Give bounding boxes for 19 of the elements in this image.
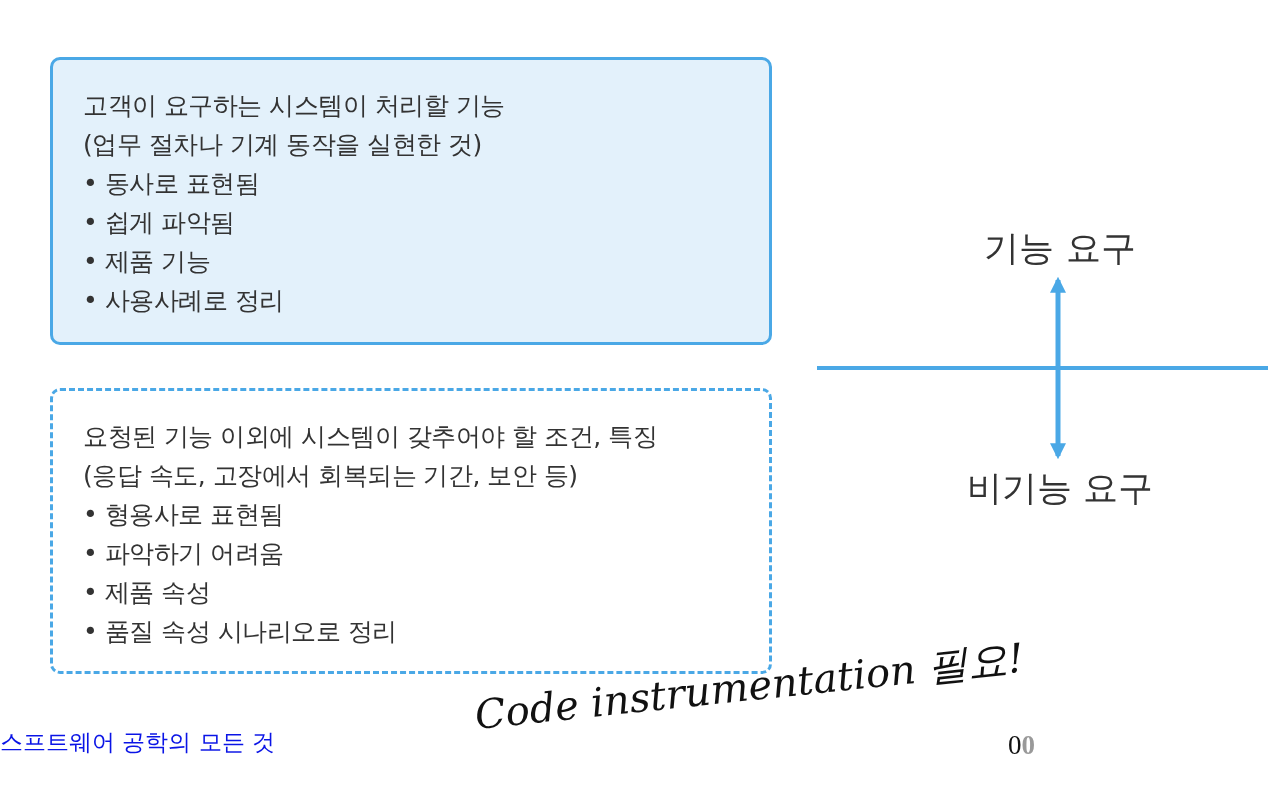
- box-text: • 동사로 표현됨: [83, 168, 261, 200]
- term-label: 비기능 요구: [940, 462, 1180, 514]
- box-text: • 파악하기 어려움: [83, 538, 285, 570]
- arrow: [1050, 370, 1066, 460]
- box-text: 고객이 요구하는 시스템이 처리할 기능: [83, 90, 506, 122]
- box-text: 요청된 기능 이외에 시스템이 갖추어야 할 조건, 특징: [83, 421, 659, 453]
- box-text: (응답 속도, 고장에서 회복되는 기간, 보안 등): [83, 460, 579, 492]
- box-text: • 제품 속성: [83, 577, 212, 609]
- requirement-box: [50, 57, 772, 345]
- box-text: (업무 절차나 기계 동작을 실현한 것): [83, 129, 483, 161]
- box-text: • 쉽게 파악됨: [83, 207, 236, 239]
- box-text: • 제품 기능: [83, 246, 212, 278]
- box-text: • 사용사례로 정리: [83, 285, 285, 317]
- box-text: • 품질 속성 시나리오로 정리: [83, 616, 398, 648]
- term-label: 기능 요구: [960, 222, 1160, 274]
- source-text: 스프트웨어 공학의 모든 것: [0, 728, 275, 757]
- page-number: 00: [1008, 730, 1035, 761]
- box-text: • 형용사로 표현됨: [83, 499, 285, 531]
- arrow: [1050, 276, 1066, 366]
